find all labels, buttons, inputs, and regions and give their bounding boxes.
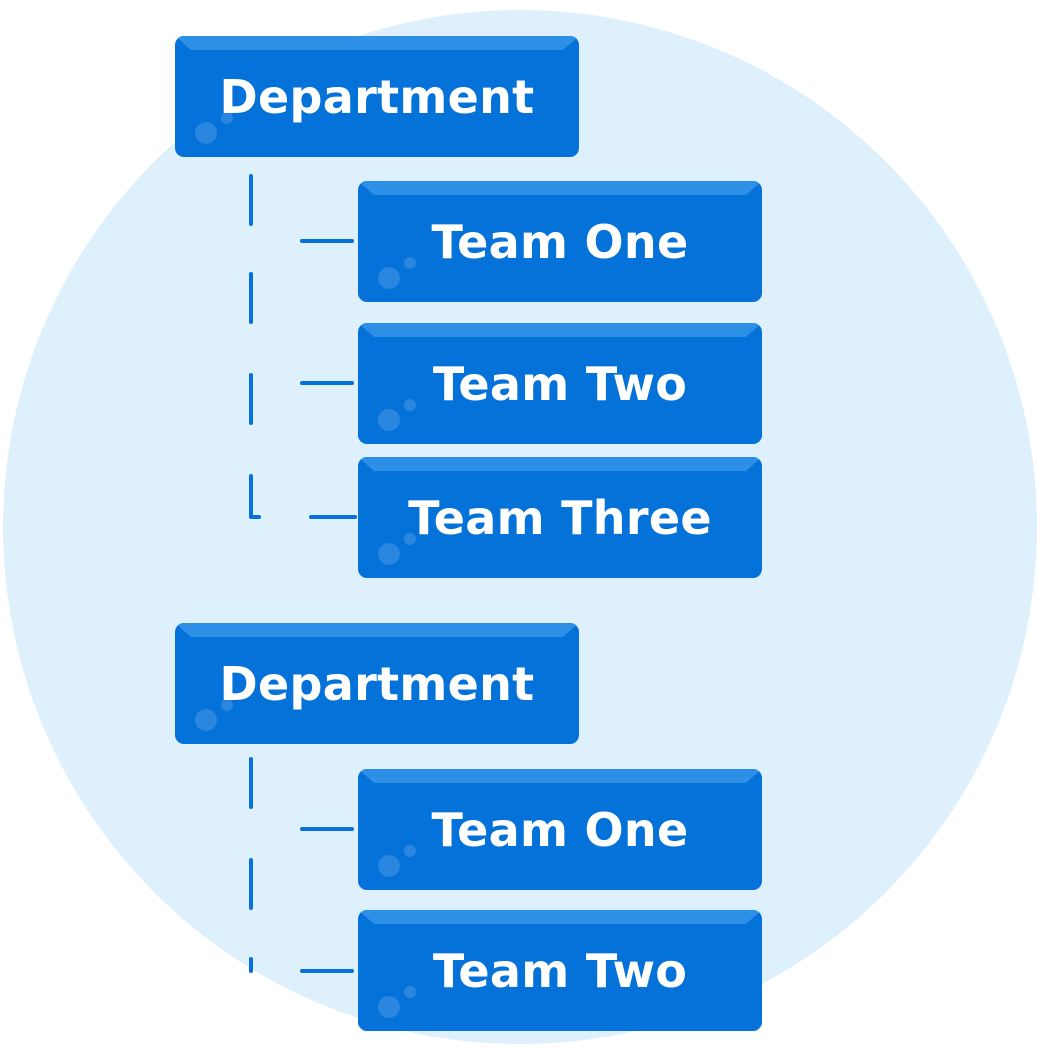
team-label: Team One bbox=[431, 214, 689, 269]
team-node: Team One bbox=[358, 769, 762, 890]
connector-line bbox=[300, 969, 354, 973]
connector-dash bbox=[249, 272, 253, 324]
team-label: Team Three bbox=[408, 490, 712, 545]
connector-dash bbox=[249, 858, 253, 910]
department-label: Department bbox=[219, 656, 535, 711]
team-node: Team Two bbox=[358, 910, 762, 1031]
connector-dash bbox=[249, 474, 253, 518]
connector-dash bbox=[249, 174, 253, 226]
team-label: Team Two bbox=[432, 356, 688, 411]
team-label: Team One bbox=[431, 802, 689, 857]
connector-line bbox=[300, 239, 354, 243]
team-node: Team Two bbox=[358, 323, 762, 444]
connector-dash bbox=[249, 957, 253, 973]
department-label: Department bbox=[219, 69, 535, 124]
connector-line bbox=[300, 827, 354, 831]
connector-line bbox=[309, 515, 357, 519]
connector-dash bbox=[249, 373, 253, 425]
department-node: Department bbox=[175, 36, 579, 157]
team-node: Team Three bbox=[358, 457, 762, 578]
team-node: Team One bbox=[358, 181, 762, 302]
connector-corner bbox=[249, 515, 261, 519]
connector-dash bbox=[249, 757, 253, 809]
team-label: Team Two bbox=[432, 943, 688, 998]
connector-line bbox=[300, 381, 354, 385]
department-node: Department bbox=[175, 623, 579, 744]
